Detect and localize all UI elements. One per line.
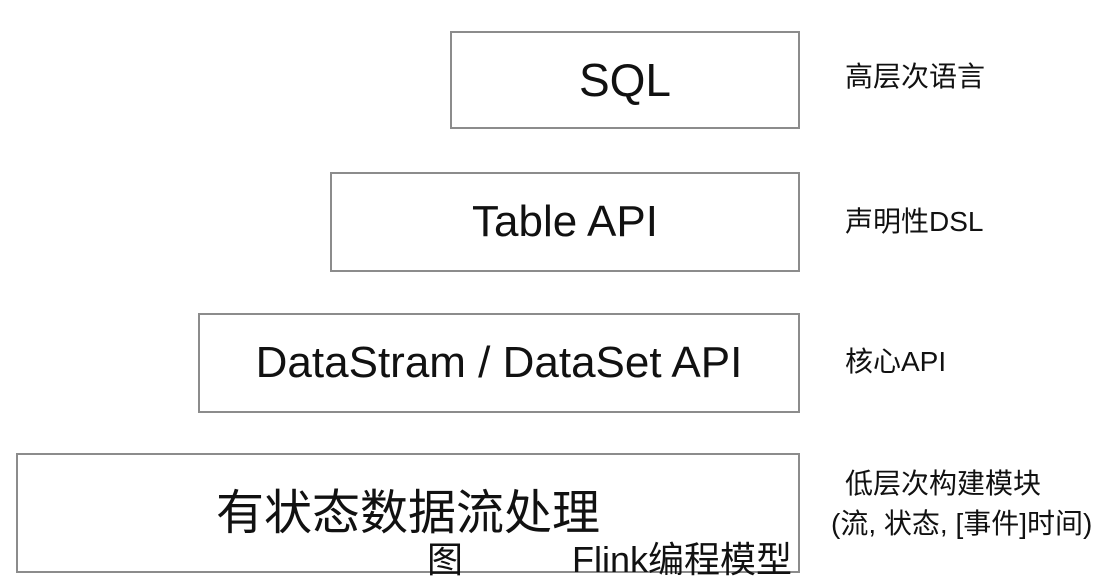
layer-box-datastream-dataset-api-label: DataStram / DataSet API [255, 338, 743, 387]
figure-caption-fragment-prefix: 图 [427, 539, 464, 580]
layer-box-stateful-stream-processing: 有状态数据流处理 [16, 453, 800, 573]
layer-annotation-core-api: 核心API [845, 346, 946, 378]
annotation-text-line1: 低层次构建模块 [845, 468, 1042, 499]
layer-box-sql: SQL [450, 31, 800, 129]
layer-box-datastream-dataset-api: DataStram / DataSet API [198, 313, 800, 413]
annotation-text: 声明性DSL [845, 206, 984, 237]
annotation-text: 核心API [845, 346, 947, 377]
layer-annotation-sql: 高层次语言 [845, 61, 985, 93]
layer-annotation-low-level-building-blocks: 低层次构建模块 (流, 状态, [事件]时间) [831, 464, 1092, 544]
layer-box-sql-label: SQL [578, 54, 672, 106]
annotation-text-line2: (流, 状态, [事件]时间) [831, 508, 1093, 539]
layer-box-table-api: Table API [330, 172, 800, 272]
layer-annotation-table-api: 声明性DSL [845, 206, 983, 238]
figure-caption-fragment-suffix: Flink编程模型 [572, 539, 793, 580]
layer-box-stateful-stream-processing-label: 有状态数据流处理 [215, 487, 600, 540]
annotation-text: 高层次语言 [845, 61, 986, 92]
layer-box-table-api-label: Table API [472, 197, 658, 246]
